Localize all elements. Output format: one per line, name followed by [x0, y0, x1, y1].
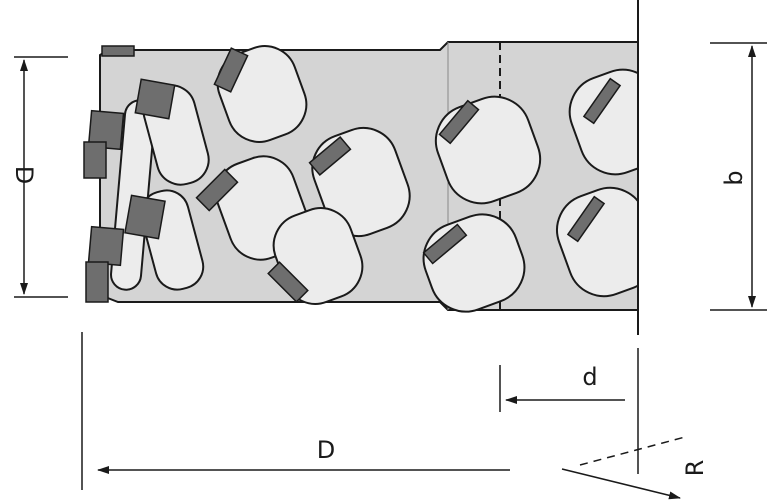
knives	[83, 45, 622, 303]
label-D-side: D	[10, 166, 38, 184]
label-d: d	[582, 363, 597, 391]
dimension-D-side	[14, 56, 68, 298]
dimension-D	[81, 332, 510, 490]
label-D: D	[317, 436, 335, 464]
dimension-d	[499, 348, 639, 474]
label-b: b	[720, 170, 748, 185]
label-R: R	[681, 460, 709, 477]
rotation-indicator	[561, 436, 686, 500]
dimension-b	[710, 42, 767, 311]
